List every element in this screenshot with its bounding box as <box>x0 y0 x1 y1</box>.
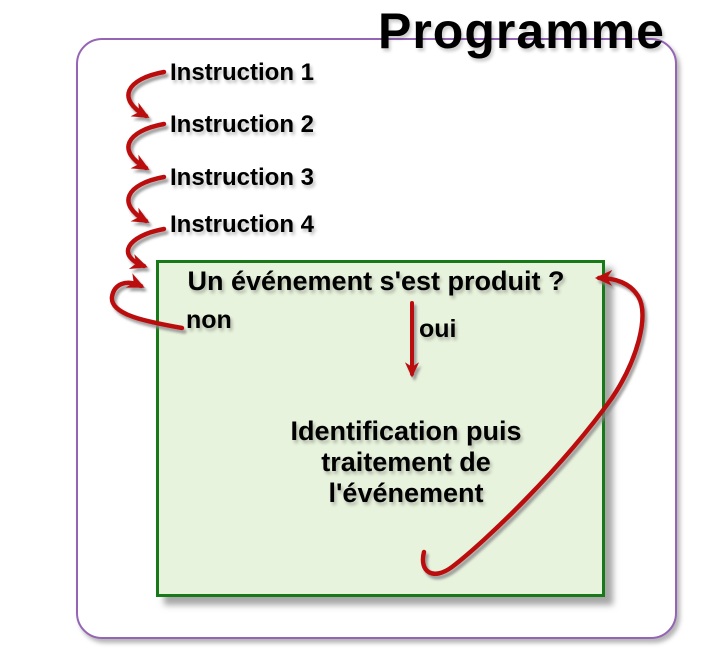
event-handler-label: Identification puis traitement de l'évén… <box>256 416 556 509</box>
event-question-label: Un événement s'est produit ? <box>187 266 565 296</box>
handler-line-2: traitement de <box>321 447 491 477</box>
instruction-4-label: Instruction 4 <box>170 211 315 238</box>
page-title: Programme <box>378 3 665 59</box>
instruction-3-label: Instruction 3 <box>170 164 315 191</box>
yes-branch-label: oui <box>419 315 457 343</box>
no-branch-label: non <box>186 306 232 334</box>
instruction-1-label: Instruction 1 <box>170 59 315 86</box>
instruction-2-label: Instruction 2 <box>170 111 315 138</box>
handler-line-1: Identification puis <box>290 416 522 446</box>
handler-line-3: l'événement <box>328 478 484 508</box>
